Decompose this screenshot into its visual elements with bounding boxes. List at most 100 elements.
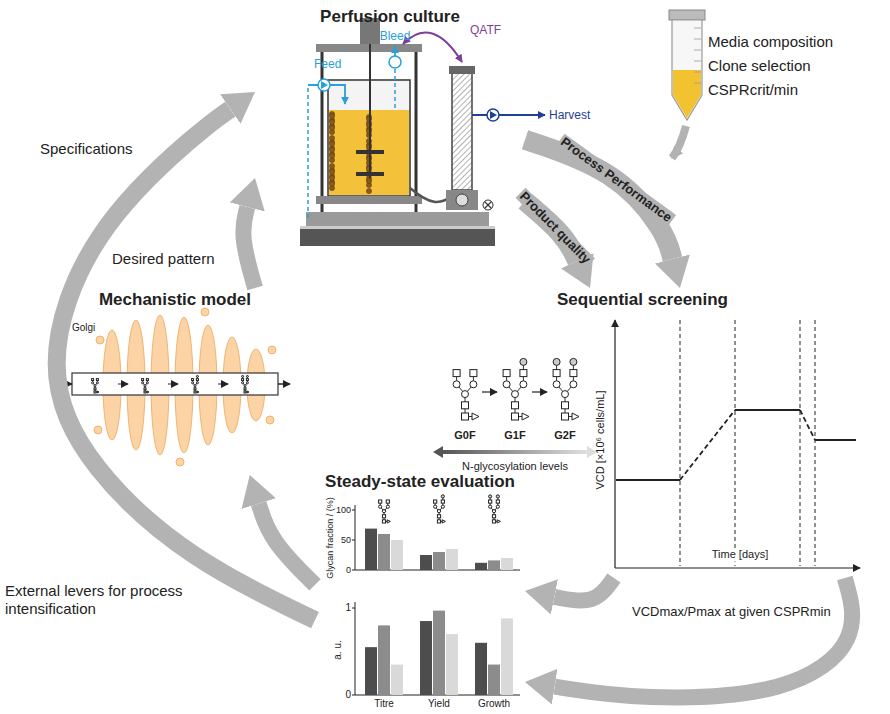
pump-symbol — [490, 111, 497, 119]
glycan-bond — [247, 376, 248, 379]
cell-dot — [329, 147, 334, 152]
performance-bar-chart — [352, 602, 520, 695]
annotation-text: 50 — [341, 535, 351, 546]
glcnac-square — [512, 413, 519, 420]
bleed-pump — [389, 56, 401, 68]
glycan-bond — [243, 383, 245, 386]
glcnac-square — [96, 379, 98, 381]
glycan-bond — [245, 392, 248, 393]
mannose-circle — [96, 382, 98, 384]
tick — [352, 570, 355, 571]
performance-bar — [501, 618, 513, 695]
galactose-circle — [570, 358, 577, 365]
cell-dot — [366, 188, 371, 193]
mannose-circle — [496, 505, 499, 508]
mannose-circle — [512, 391, 519, 398]
annotation-text: Bleed — [380, 29, 411, 43]
glycan-icon — [92, 379, 99, 393]
glcnac-square — [462, 413, 469, 420]
galactose-circle — [489, 495, 492, 498]
annotation-text: a. u. — [332, 640, 344, 659]
pump-symbol — [321, 81, 328, 89]
phase-divider — [735, 320, 736, 566]
fucose-triangle — [572, 413, 579, 420]
glcnac-square — [92, 379, 94, 381]
stage-heading: Sequential screening — [555, 288, 730, 312]
level-gradient-bar — [442, 450, 588, 454]
arrow-label: Desired pattern — [112, 250, 215, 268]
mannose-circle — [192, 382, 194, 384]
glcnac-square — [144, 391, 146, 393]
feed-control-line — [307, 85, 309, 218]
annotation-text: G0F — [454, 429, 475, 442]
x-axis — [615, 567, 860, 568]
fucose-triangle — [442, 520, 445, 523]
cell-dot — [329, 175, 334, 180]
mannose-circle — [244, 385, 246, 387]
flow-arrow — [259, 504, 315, 585]
annotation-text: 0 — [346, 565, 351, 576]
mannose-circle — [520, 381, 527, 388]
annotation-text: N-glycosylation levels — [462, 460, 568, 473]
glycan-bar — [475, 563, 487, 570]
glycan-bond — [197, 380, 198, 383]
mannose-circle — [142, 382, 144, 384]
golgi-tube — [72, 373, 278, 395]
glcnac-square — [553, 370, 560, 377]
cell-dot — [329, 163, 334, 168]
mannose-circle — [379, 505, 382, 508]
bleed-out — [394, 46, 396, 56]
glcnac-square — [453, 370, 460, 377]
mannose-circle — [489, 505, 492, 508]
glycan-bond — [195, 383, 197, 386]
qatf-arrow — [403, 32, 462, 62]
mannose-circle — [94, 385, 96, 387]
vcd-line — [616, 410, 856, 480]
glcnac-square — [492, 515, 495, 518]
glycan-bar — [433, 552, 445, 570]
glycan-icon — [379, 500, 391, 523]
glycan-bar — [501, 558, 513, 570]
arrow-label: Product quality — [515, 188, 594, 268]
atf-column — [452, 72, 472, 190]
base-platform — [300, 228, 495, 246]
fucose-triangle — [472, 413, 479, 420]
glycan-bond — [145, 383, 147, 386]
glycan-icon — [242, 375, 249, 393]
glycan-bond — [195, 389, 196, 392]
glcnac-square — [382, 515, 385, 518]
glycan-bar-chart — [352, 505, 520, 570]
fucose-triangle — [522, 413, 529, 420]
cell-dot — [366, 178, 371, 183]
tick — [352, 695, 355, 696]
performance-bar — [488, 665, 500, 695]
mannose-circle — [144, 385, 146, 387]
glycan-bond — [95, 392, 98, 393]
tube-cap — [669, 10, 705, 20]
golgi-vesicle — [176, 458, 184, 466]
glcnac-square — [246, 379, 248, 381]
fucose-triangle — [497, 520, 500, 523]
annotation-text: Feed — [314, 57, 341, 71]
annotation-text: Harvest — [549, 108, 590, 122]
glycan-bond — [193, 383, 195, 386]
chart-axes — [355, 505, 520, 570]
annotation-text: G1F — [504, 429, 525, 442]
flow-arrow — [555, 578, 852, 697]
chart-axes — [355, 602, 520, 695]
mannose-circle — [503, 381, 510, 388]
arrow-label: VCDmax/Pmax at given CSPRmin — [632, 604, 831, 620]
glycan-bond — [93, 383, 95, 386]
bottom-plate — [316, 196, 422, 204]
glcnac-square — [496, 500, 499, 503]
glycan-bar — [391, 540, 403, 570]
tube-step-arrow — [118, 384, 128, 385]
mannose-circle — [386, 505, 389, 508]
annotation-text: Yield — [428, 698, 450, 710]
glycan-icon — [142, 379, 149, 393]
glycan-bond — [195, 392, 198, 393]
phase-divider — [800, 320, 801, 566]
tube-step-arrow — [168, 384, 178, 385]
feed-pump — [318, 79, 330, 91]
atf-pump — [446, 190, 478, 210]
